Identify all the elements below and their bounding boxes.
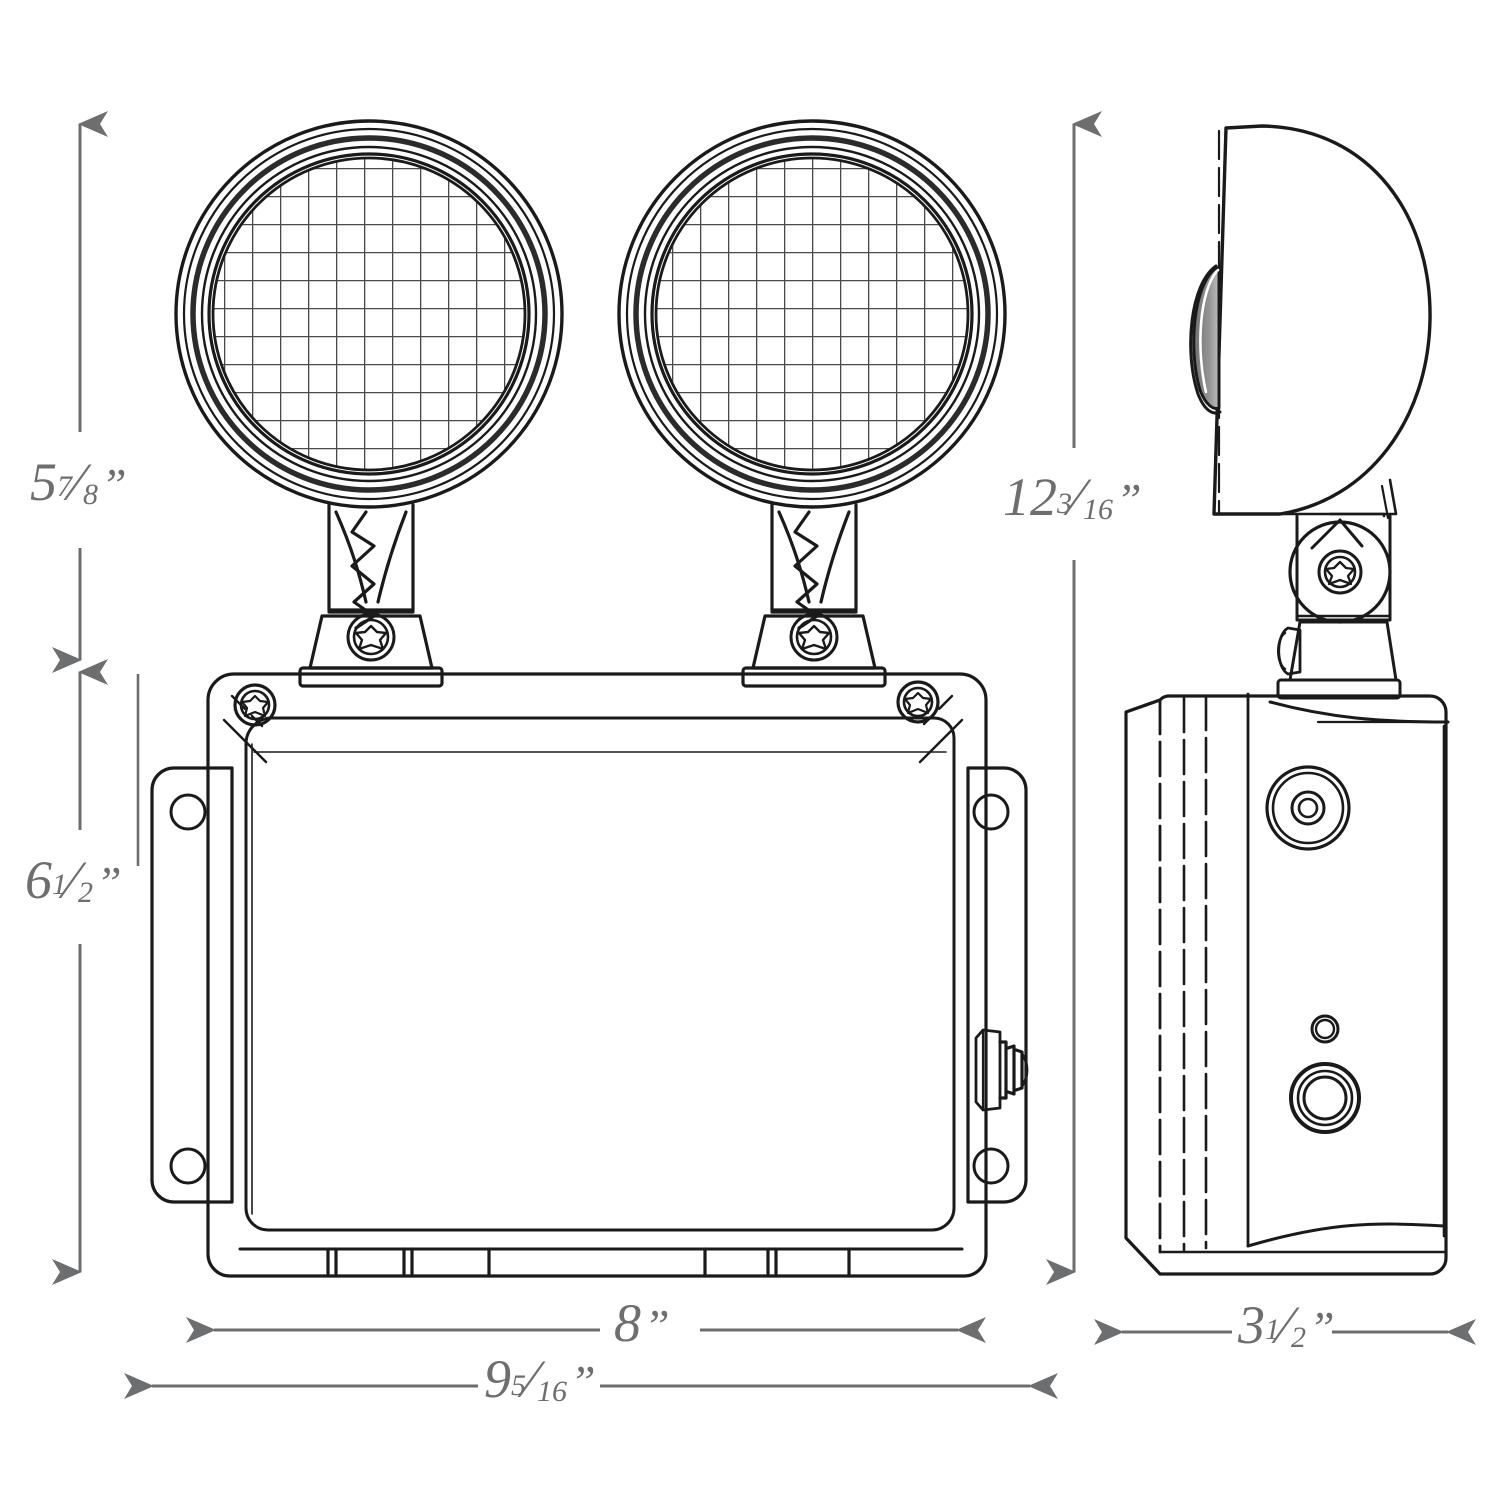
battery-housing-front (206, 672, 1029, 1278)
torx-screw-top-right (896, 680, 940, 724)
dimension-label-housing-width: 8” (614, 1293, 670, 1353)
dimension-label-housing-height: 61⁄2” (25, 850, 122, 910)
mounting-bracket-left (150, 766, 234, 1204)
indicator-led (1310, 1014, 1340, 1044)
lamp-lens-grid-left (213, 158, 525, 470)
lamp-neck-left (298, 503, 444, 688)
lamp-neck-right (741, 503, 887, 688)
mounting-bracket-right (966, 766, 1028, 1204)
torx-screw-top-left (233, 683, 277, 727)
dimension-label-overall-width: 95⁄16” (484, 1349, 596, 1409)
pivot-knuckle (1276, 514, 1402, 700)
dimension-label-head-height: 57⁄8” (30, 452, 127, 512)
dimension-label-depth: 31⁄2” (1238, 1295, 1335, 1355)
test-button (1289, 1062, 1361, 1134)
conduit-knockout (1265, 765, 1351, 851)
breather-vent (974, 1028, 1029, 1112)
lamp-head-side (1189, 124, 1432, 520)
dimension-label-overall-height: 123⁄16” (1003, 467, 1142, 527)
lamp-lens-grid-right (656, 158, 968, 470)
lamp-head-right (617, 119, 1007, 509)
bottom-vent-strip (238, 1247, 964, 1278)
battery-housing-side (1124, 692, 1450, 1276)
lamp-head-left (174, 119, 564, 509)
dimension-line-housing-height (52, 659, 140, 1285)
